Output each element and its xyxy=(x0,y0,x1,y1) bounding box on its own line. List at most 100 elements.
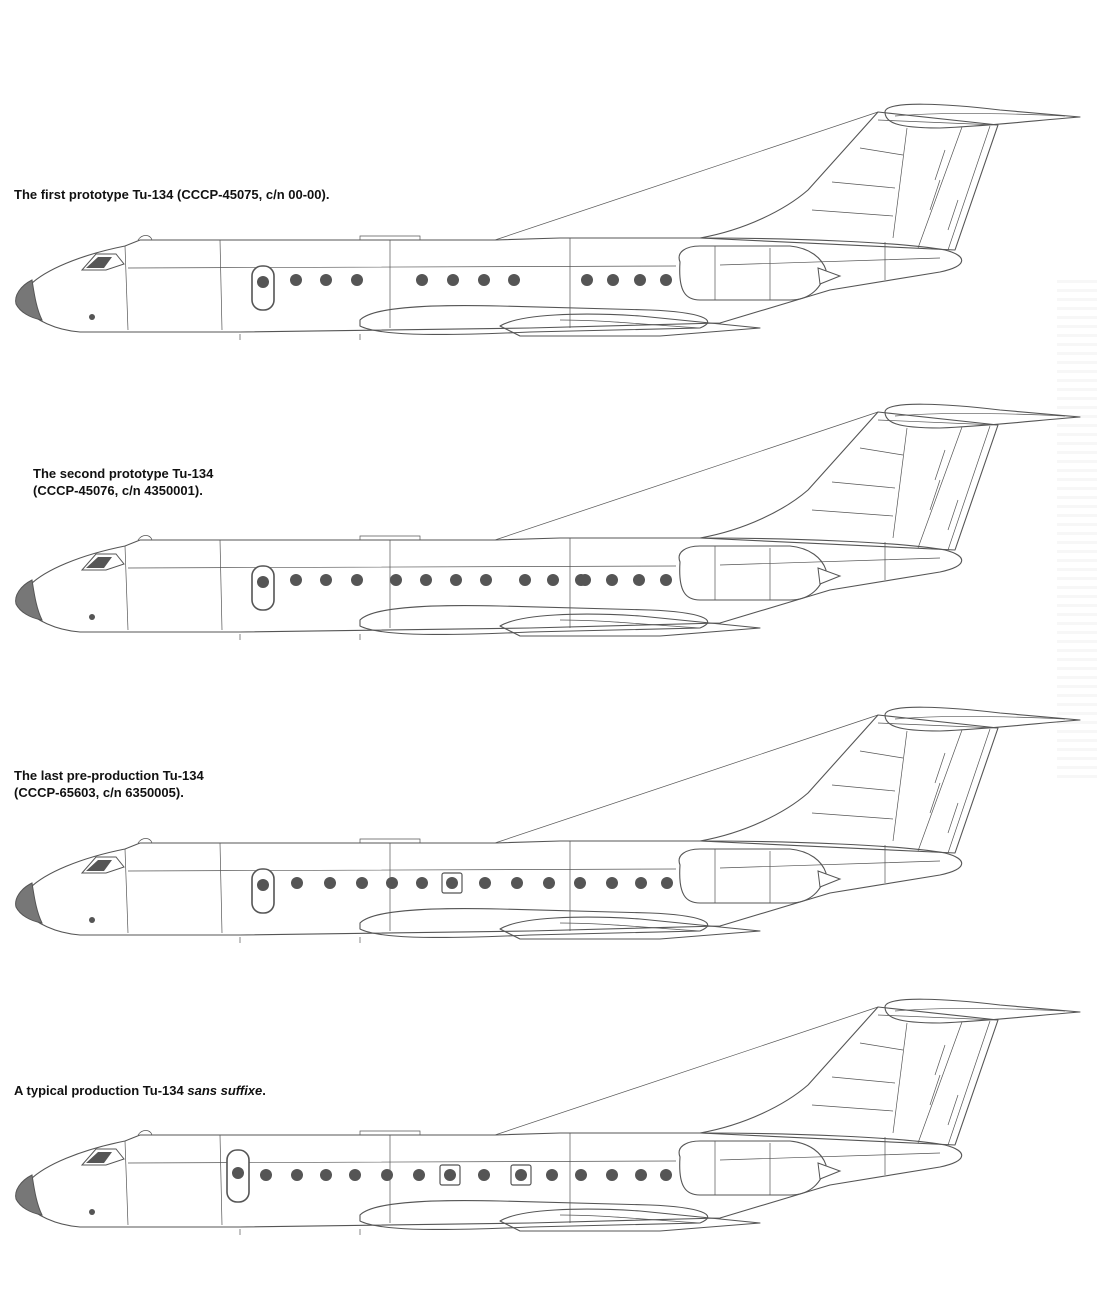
vertical-fin xyxy=(699,714,999,854)
rudder-line xyxy=(917,426,963,549)
cabin-window xyxy=(660,574,672,586)
exhaust-cone xyxy=(817,567,842,585)
stabilizer-line xyxy=(894,1008,1066,1012)
cabin-window xyxy=(351,274,363,286)
stabilizer-line xyxy=(894,413,1066,417)
fin-line xyxy=(892,730,908,842)
cabin-window xyxy=(480,574,492,586)
cabin-window xyxy=(660,1169,672,1181)
frame-line xyxy=(219,538,886,631)
nacelle-panel xyxy=(714,1141,771,1195)
cabin-window xyxy=(511,877,523,889)
nose-cone xyxy=(15,1174,43,1216)
horizontal-stabilizer xyxy=(884,998,1081,1024)
fin-line xyxy=(877,119,998,126)
cabin-window xyxy=(446,877,458,889)
emergency-exit xyxy=(441,872,463,894)
caption-line: (CCCP-45076, c/n 4350001). xyxy=(33,483,203,498)
engine-nacelle xyxy=(678,245,827,301)
wing-root-fairing xyxy=(359,604,709,636)
engine-nacelle xyxy=(678,545,827,601)
rudder-line xyxy=(917,1021,963,1144)
cabin-window xyxy=(606,877,618,889)
cabin-window xyxy=(575,1169,587,1181)
rudder-hinge xyxy=(929,449,959,531)
fin-line xyxy=(892,427,908,539)
rudder-line xyxy=(947,728,991,854)
wing-pod xyxy=(499,613,761,637)
wing-pod-line xyxy=(559,1214,701,1224)
stabilizer-line xyxy=(894,716,1066,720)
cabin-window xyxy=(661,877,673,889)
cabin-window xyxy=(660,274,672,286)
roof-fairing xyxy=(359,838,421,843)
cockpit-glass xyxy=(86,557,112,568)
caption-line: The last pre-production Tu-134 xyxy=(14,768,204,783)
cabin-window xyxy=(413,1169,425,1181)
antenna-wire xyxy=(494,111,879,241)
rudder-line xyxy=(917,729,963,852)
aircraft-side-view-production xyxy=(15,998,1081,1235)
cabin-window xyxy=(450,574,462,586)
cabin-window xyxy=(508,274,520,286)
door-window xyxy=(257,276,269,288)
antenna-blade xyxy=(137,535,153,541)
fin-line xyxy=(892,127,908,239)
rudder-hinge xyxy=(929,752,959,834)
nose-gear-dot xyxy=(89,917,95,923)
cabin-window xyxy=(420,574,432,586)
nose-cone xyxy=(15,279,43,321)
exhaust-cone xyxy=(817,870,842,888)
cockpit-glass xyxy=(86,257,112,268)
fin-line xyxy=(892,1022,908,1134)
wing-pod-line xyxy=(559,319,701,329)
cabin-window xyxy=(579,574,591,586)
fin-line xyxy=(877,722,998,729)
cabin-window xyxy=(606,574,618,586)
vertical-fin xyxy=(699,411,999,551)
caption-line: The second prototype Tu-134 xyxy=(33,466,214,481)
stringer-line xyxy=(127,557,941,569)
cabin-window xyxy=(386,877,398,889)
roof-fairing xyxy=(359,535,421,540)
wing-pod xyxy=(499,916,761,940)
wing-root-fairing xyxy=(359,304,709,336)
cabin-window xyxy=(416,274,428,286)
cabin-window xyxy=(320,1169,332,1181)
fuselage xyxy=(20,1132,963,1228)
nose-gear-dot xyxy=(89,1209,95,1215)
vertical-fin xyxy=(699,111,999,251)
engine-nacelle xyxy=(678,848,827,904)
wing-pod xyxy=(499,313,761,337)
cabin-window xyxy=(381,1169,393,1181)
door-window xyxy=(257,879,269,891)
nose-gear-dot xyxy=(89,614,95,620)
rudder-line xyxy=(947,1020,991,1146)
nose-cone xyxy=(15,579,43,621)
gear-mark xyxy=(91,921,361,943)
cabin-window xyxy=(607,274,619,286)
cabin-window xyxy=(519,574,531,586)
fin-line xyxy=(877,1014,998,1021)
rudder-line xyxy=(947,125,991,251)
door-window xyxy=(257,576,269,588)
cabin-window xyxy=(320,574,332,586)
frame-line xyxy=(124,245,129,331)
wing-pod-line xyxy=(559,619,701,629)
roof-fairing xyxy=(359,1130,421,1135)
rudder-line xyxy=(947,425,991,551)
cabin-window xyxy=(390,574,402,586)
caption-line: A typical production Tu-134 sans suffixe… xyxy=(14,1083,266,1098)
frame-line xyxy=(124,1140,129,1226)
aircraft-side-view-second-prototype xyxy=(15,403,1081,640)
cabin-window xyxy=(447,274,459,286)
nose-cone xyxy=(15,882,43,924)
cabin-window xyxy=(547,574,559,586)
cabin-window xyxy=(291,877,303,889)
antenna-wire xyxy=(494,411,879,541)
cabin-window xyxy=(581,274,593,286)
caption-production: A typical production Tu-134 sans suffixe… xyxy=(14,1082,266,1099)
cabin-window xyxy=(291,1169,303,1181)
wing-root-fairing xyxy=(359,1199,709,1231)
stabilizer-line xyxy=(894,113,1066,117)
